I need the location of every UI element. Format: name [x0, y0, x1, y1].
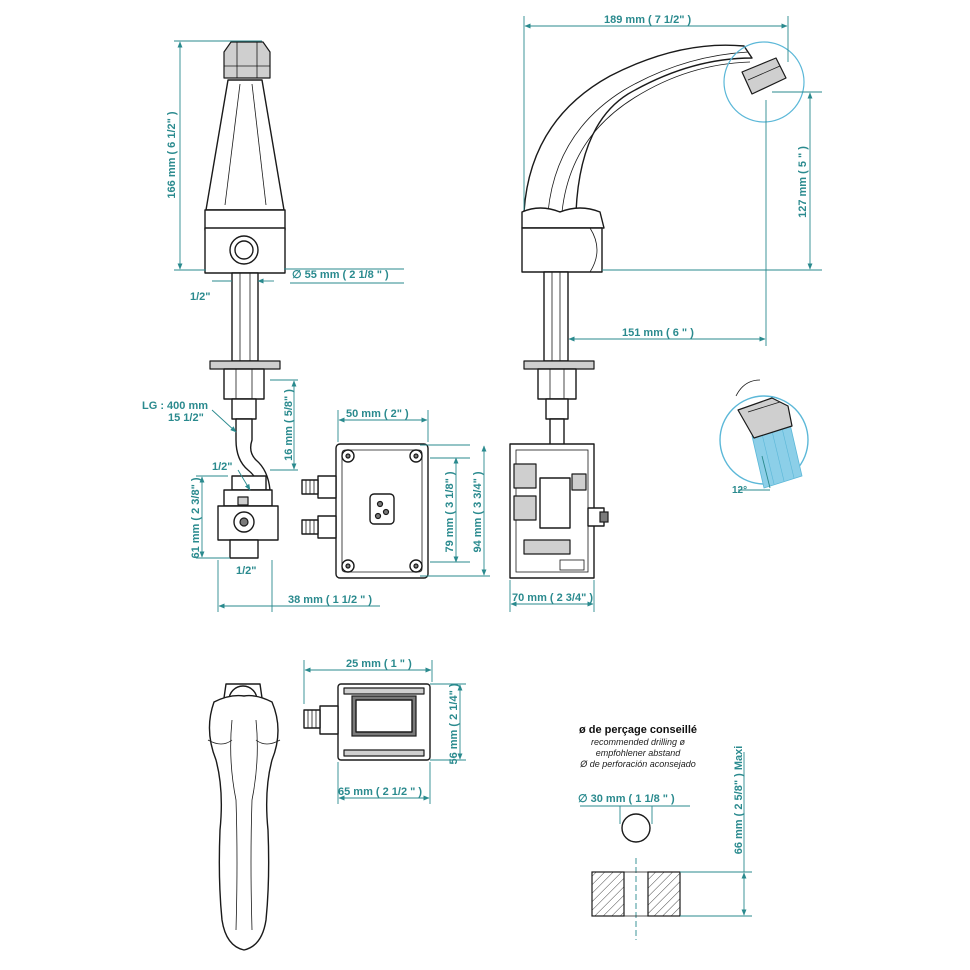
dim-79: 79 mm ( 3 1/8" ) — [444, 471, 456, 552]
dim-65: 65 mm ( 2 1/2 " ) — [338, 786, 422, 798]
dim-half-inch-bottom: 1/2" — [236, 565, 257, 577]
front-view-dimensions: 166 mm ( 6 1/2" ) ∅ 55 mm ( 2 1/8 " ) 1/… — [142, 40, 404, 612]
dim-15-half: 15 1/2" — [168, 412, 204, 424]
drilling-de: empfohlener abstand — [596, 748, 682, 758]
dim-166: 166 mm ( 6 1/2" ) — [166, 111, 178, 198]
dim-25: 25 mm ( 1 " ) — [346, 658, 412, 670]
dim-lg-400: LG : 400 mm — [142, 400, 208, 412]
dim-127: 127 mm ( 5 " ) — [797, 146, 809, 218]
drilling-detail: ∅ 30 mm ( 1 1/8 " ) 66 mm ( 2 5/8" ) Max… — [578, 746, 752, 940]
control-box-front — [301, 443, 429, 579]
lever-handle — [207, 683, 281, 951]
dim-151: 151 mm ( 6 " ) — [622, 327, 694, 339]
dim-12-degrees: 12° — [732, 485, 747, 496]
dim-50: 50 mm ( 2" ) — [346, 408, 409, 420]
dim-half-inch-valve: 1/2" — [212, 461, 233, 473]
dim-56: 56 mm ( 2 1/4" ) — [448, 683, 460, 764]
dim-half-inch-left: 1/2" — [190, 291, 211, 303]
control-box-dimensions: 50 mm ( 2" ) 79 mm ( 3 1/8" ) 94 mm ( 3 … — [337, 408, 490, 577]
drilling-title: ø de perçage conseillé — [579, 724, 697, 736]
aerator-spray-detail: 12° — [719, 379, 809, 496]
front-view-faucet — [204, 41, 286, 559]
dim-70: 70 mm ( 2 3/4" ) — [512, 592, 593, 604]
side-view-faucet — [509, 41, 805, 579]
dim-30: ∅ 30 mm ( 1 1/8 " ) — [578, 793, 675, 805]
drilling-en: recommended drilling ø — [591, 737, 686, 747]
drilling-note: ø de perçage conseillé recommended drill… — [579, 724, 697, 769]
drilling-es: Ø de perforación aconsejado — [579, 759, 696, 769]
aerator-detail-circle — [723, 41, 805, 123]
dim-55: ∅ 55 mm ( 2 1/8 " ) — [292, 269, 389, 281]
side-view-dimensions: 189 mm ( 7 1/2" ) 127 mm ( 5 " ) 151 mm … — [509, 14, 822, 612]
small-box-dimensions: 25 mm ( 1 " ) 56 mm ( 2 1/4" ) 65 mm ( 2… — [303, 658, 466, 804]
dim-189: 189 mm ( 7 1/2" ) — [604, 14, 691, 26]
dim-94: 94 mm ( 3 3/4" ) — [472, 471, 484, 552]
dim-16: 16 mm ( 5/8" ) — [283, 389, 295, 461]
small-control-box — [303, 683, 431, 761]
dim-61: 61 mm ( 2 3/8" ) — [190, 477, 202, 558]
dim-38: 38 mm ( 1 1/2 " ) — [288, 594, 372, 606]
dim-66-maxi: 66 mm ( 2 5/8" ) Maxi — [733, 746, 745, 855]
